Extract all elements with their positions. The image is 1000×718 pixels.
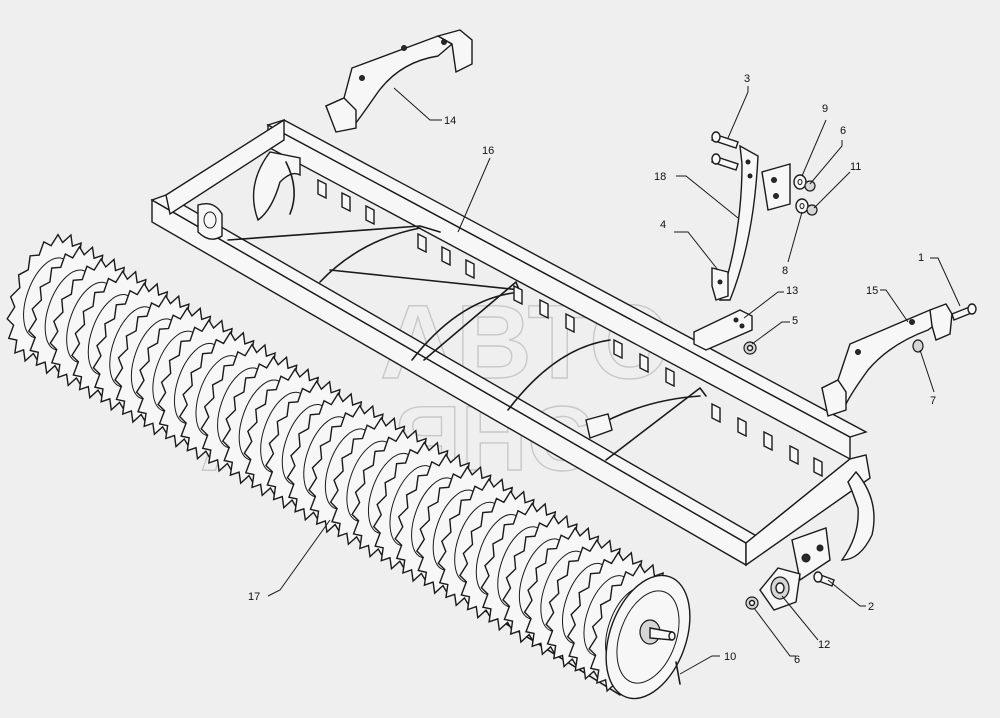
callout-13: 13 xyxy=(743,285,798,319)
frame xyxy=(150,118,875,582)
callout-14-label: 14 xyxy=(444,115,456,127)
clamp-plate xyxy=(761,163,791,211)
callout-2: 2 xyxy=(827,579,874,613)
nut-6-lower xyxy=(745,596,759,610)
callout-12: 12 xyxy=(781,595,830,651)
callout-3-label: 3 xyxy=(744,73,750,85)
bolt-2 xyxy=(813,571,835,587)
callout-6-upper-label: 6 xyxy=(840,125,846,137)
bracket-14 xyxy=(325,29,473,133)
bolt-1 xyxy=(951,303,977,321)
bracket-15 xyxy=(821,303,953,417)
spring-tine-18 xyxy=(719,144,759,301)
nut-5 xyxy=(743,341,757,355)
bearing-housing xyxy=(759,567,801,611)
callout-17: 17 xyxy=(248,519,331,603)
callout-17-label: 17 xyxy=(248,591,260,603)
roller xyxy=(6,233,691,700)
callouts: 1 2 3 4 5 6 6 7 xyxy=(248,73,961,675)
callout-16: 16 xyxy=(457,145,494,233)
nut-7 xyxy=(912,339,924,353)
clip-4 xyxy=(711,267,729,301)
pin-10 xyxy=(675,661,681,685)
callout-14: 14 xyxy=(393,87,456,127)
callout-5-label: 5 xyxy=(792,315,798,327)
callout-6-lower: 6 xyxy=(753,607,800,666)
tine-point-13 xyxy=(693,309,753,351)
callout-12-label: 12 xyxy=(818,639,830,651)
callout-7: 7 xyxy=(919,349,936,407)
callout-18: 18 xyxy=(654,171,739,219)
bolts-3 xyxy=(711,131,739,171)
callout-6-upper: 6 xyxy=(809,125,846,185)
callout-10-label: 10 xyxy=(724,651,736,663)
frame-mounting-tabs xyxy=(317,178,823,478)
callout-11: 11 xyxy=(813,161,861,209)
callout-9-label: 9 xyxy=(822,103,828,115)
callout-1: 1 xyxy=(918,252,961,307)
callout-1-label: 1 xyxy=(918,252,924,264)
callout-3: 3 xyxy=(727,73,750,139)
callout-11-label: 11 xyxy=(850,161,861,173)
roller-discs xyxy=(6,233,672,693)
callout-7-label: 7 xyxy=(930,395,936,407)
callout-2-label: 2 xyxy=(868,601,874,613)
callout-8-label: 8 xyxy=(782,265,788,277)
callout-8: 8 xyxy=(782,211,803,277)
callout-4: 4 xyxy=(660,219,719,271)
callout-4-label: 4 xyxy=(660,219,666,231)
callout-5: 5 xyxy=(751,315,798,345)
callout-13-label: 13 xyxy=(786,285,798,297)
callout-18-label: 18 xyxy=(654,171,666,183)
watermark-line-1: АВТО xyxy=(380,284,671,401)
washers-and-nuts xyxy=(793,174,818,216)
callout-6-lower-label: 6 xyxy=(794,654,800,666)
callout-15-label: 15 xyxy=(866,285,878,297)
callout-10: 10 xyxy=(679,651,736,675)
callout-16-label: 16 xyxy=(482,145,494,157)
callout-9: 9 xyxy=(801,103,828,177)
callout-15: 15 xyxy=(866,285,909,323)
